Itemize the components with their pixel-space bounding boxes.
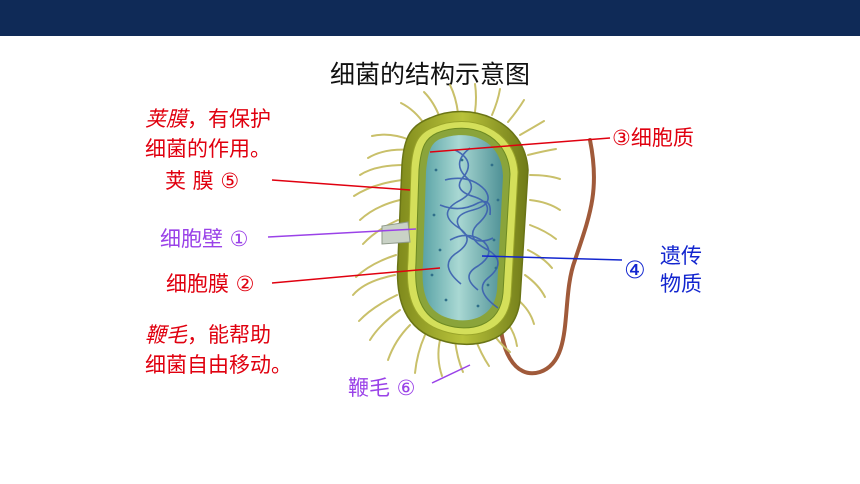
- cell-wall-leader-line: [267, 228, 417, 238]
- cytoplasm-label: ③细胞质: [612, 126, 694, 150]
- capsule-leader-line: [271, 179, 411, 191]
- flagella-note-line2: 细菌自由移动。: [145, 353, 292, 377]
- capsule-term: 荚膜: [145, 107, 187, 131]
- capsule-note-line2: 细菌的作用。: [145, 137, 271, 161]
- flagellum-label: 鞭毛 ⑥: [348, 376, 416, 400]
- diagram-title: 细菌的结构示意图: [329, 60, 530, 89]
- cell-wall-cutaway: [381, 221, 411, 245]
- flagella-note-rest: ，能帮助: [187, 323, 271, 347]
- genetic-material-line1: 遗传: [660, 244, 702, 268]
- flagella-note: 鞭毛，能帮助 细菌自由移动。: [145, 320, 292, 380]
- top-banner: [0, 0, 860, 36]
- cell-membrane-label: 细胞膜 ②: [166, 272, 255, 296]
- capsule-note-rest: ，有保护: [187, 107, 271, 131]
- flagellum: [497, 138, 596, 376]
- genetic-material-label: 遗传 物质: [660, 242, 702, 298]
- capsule-label: 荚 膜 ⑤: [165, 169, 240, 193]
- cell-wall-label: 细胞壁 ①: [160, 227, 249, 251]
- capsule-note: 荚膜，有保护 细菌的作用。: [145, 104, 271, 164]
- genetic-material-line2: 物质: [660, 272, 702, 296]
- flagellum-leader-line: [431, 364, 471, 384]
- genetic-leader-line: [481, 255, 623, 261]
- cytoplasm-leader-line: [429, 137, 611, 153]
- genetic-material-number: ④: [624, 256, 646, 284]
- cell-membrane-leader-line: [271, 267, 441, 284]
- flagella-term: 鞭毛: [145, 323, 187, 347]
- ribosomes: [430, 158, 500, 308]
- nucleoid-dna: [439, 147, 499, 309]
- cytoplasm-region: [422, 135, 503, 321]
